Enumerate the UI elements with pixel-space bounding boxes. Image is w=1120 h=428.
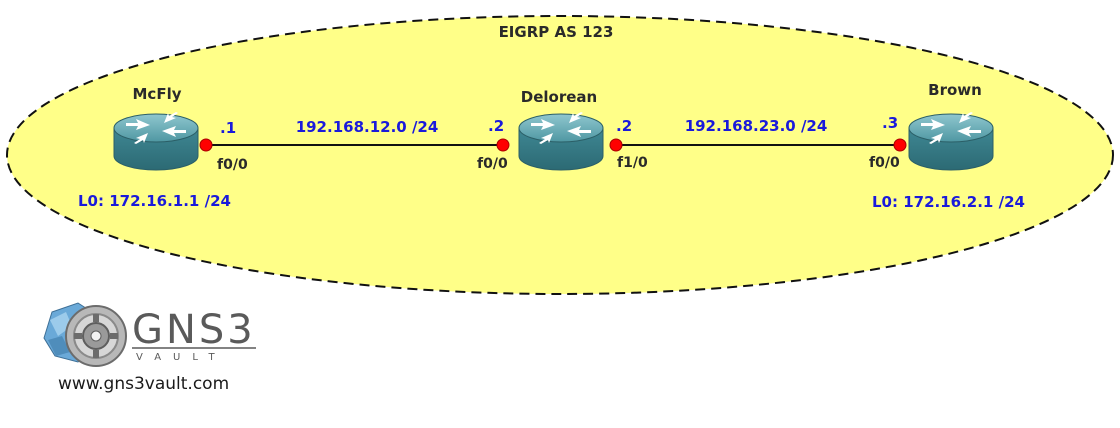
interface-dot bbox=[199, 138, 213, 152]
router-icon bbox=[518, 111, 604, 171]
host-id-delorean-link2: .2 bbox=[616, 117, 632, 135]
interface-dot bbox=[609, 138, 623, 152]
logo-url[interactable]: www.gns3vault.com bbox=[58, 374, 230, 394]
iface-delorean-link2: f1/0 bbox=[617, 155, 648, 171]
router-mcfly[interactable] bbox=[113, 111, 199, 171]
router-name-mcfly: McFly bbox=[133, 85, 182, 103]
interface-dot bbox=[496, 138, 510, 152]
router-name-brown: Brown bbox=[928, 81, 982, 99]
router-delorean[interactable] bbox=[518, 111, 604, 171]
host-id-brown: .3 bbox=[882, 114, 898, 132]
router-name-delorean: Delorean bbox=[521, 88, 597, 106]
interface-dot bbox=[893, 138, 907, 152]
router-icon bbox=[908, 111, 994, 171]
iface-mcfly: f0/0 bbox=[217, 157, 248, 173]
loopback-mcfly: L0: 172.16.1.1 /24 bbox=[78, 192, 231, 210]
router-brown[interactable] bbox=[908, 111, 994, 171]
logo-sub: VAULT bbox=[136, 352, 227, 363]
network-label-link2: 192.168.23.0 /24 bbox=[685, 117, 828, 135]
host-id-delorean-link1: .2 bbox=[488, 117, 504, 135]
as-label: EIGRP AS 123 bbox=[499, 23, 614, 41]
iface-delorean-link1: f0/0 bbox=[477, 156, 508, 172]
router-icon bbox=[113, 111, 199, 171]
logo-name: GNS3 bbox=[132, 307, 256, 353]
host-id-mcfly: .1 bbox=[220, 119, 236, 137]
network-label-link1: 192.168.12.0 /24 bbox=[296, 118, 439, 136]
iface-brown: f0/0 bbox=[869, 155, 900, 171]
gns3vault-logo-icon bbox=[43, 302, 127, 367]
loopback-brown: L0: 172.16.2.1 /24 bbox=[872, 193, 1025, 211]
